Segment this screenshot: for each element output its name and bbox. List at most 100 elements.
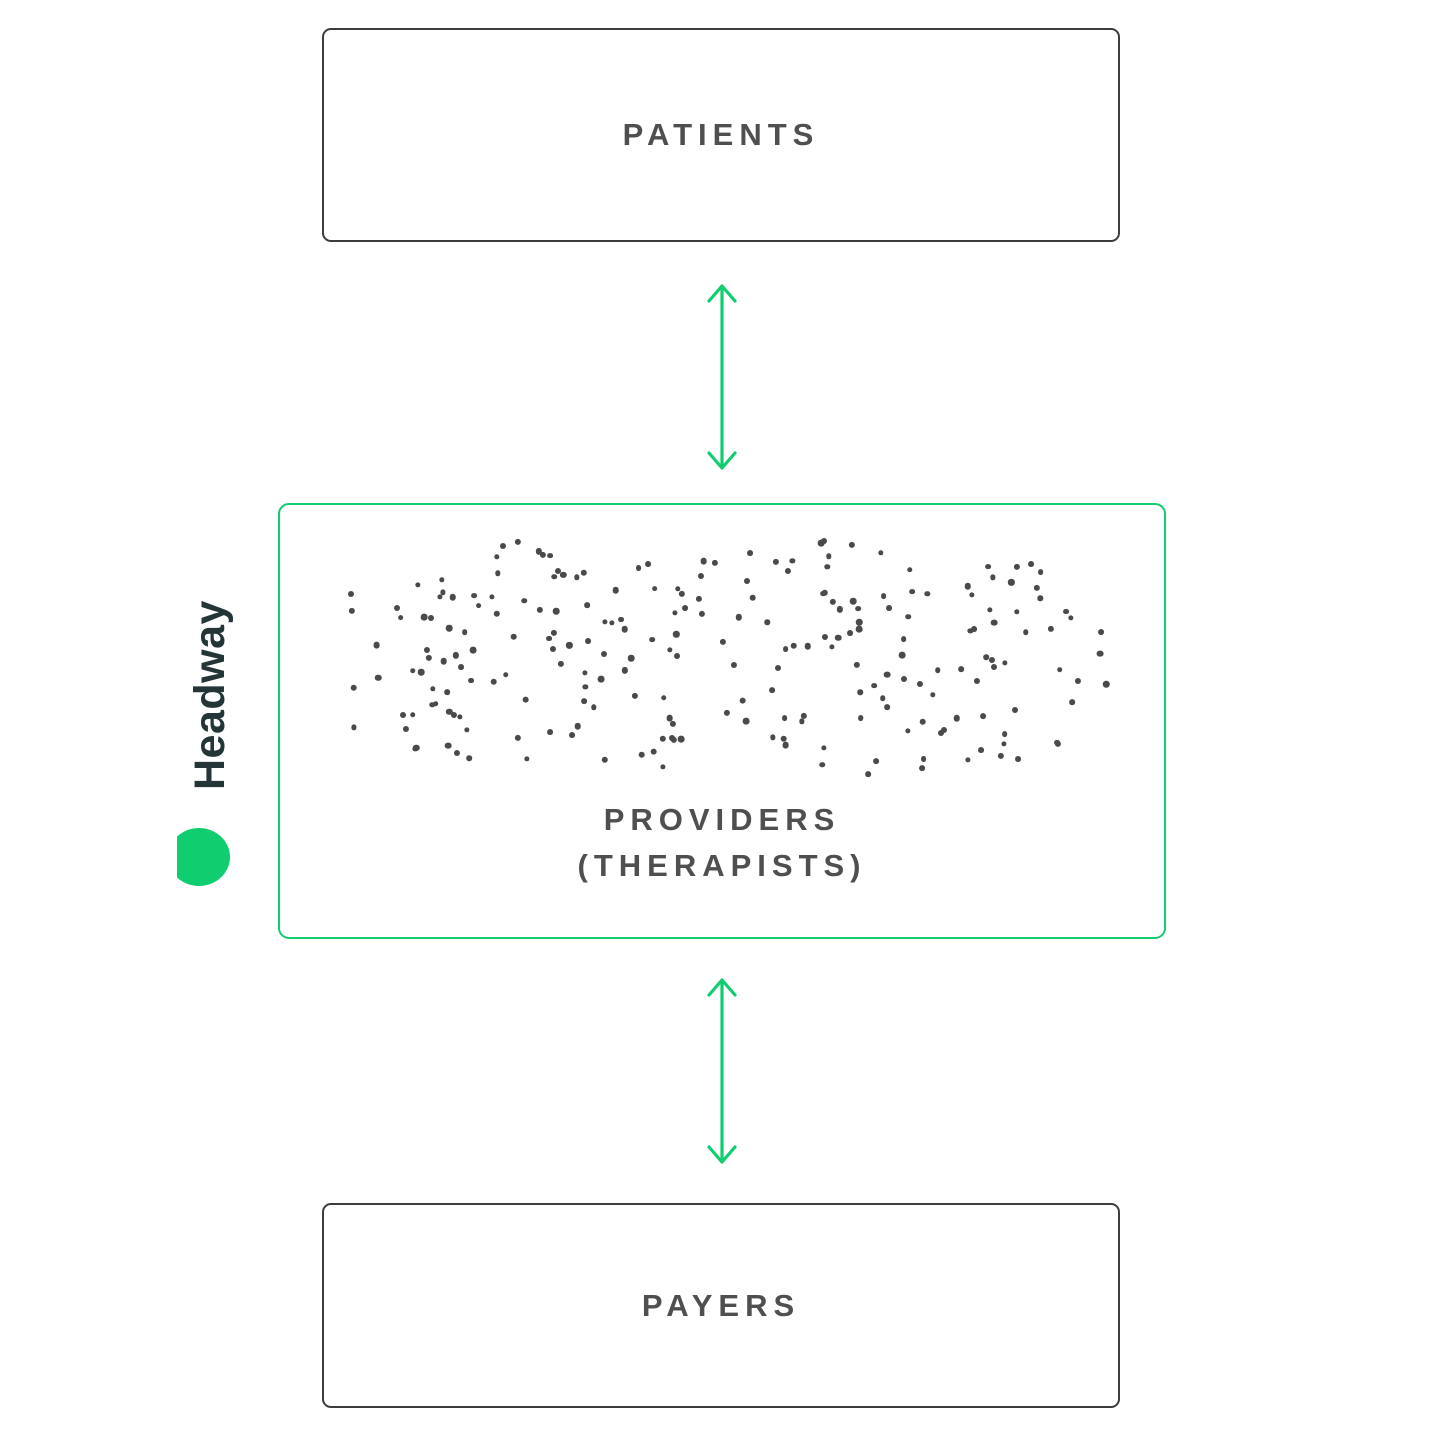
provider-dot [873, 757, 880, 764]
provider-dot [938, 729, 945, 736]
provider-dot [409, 667, 416, 674]
provider-dot [730, 661, 737, 669]
provider-dot [499, 542, 506, 549]
headway-logo-icon [177, 828, 230, 886]
provider-dot [582, 684, 588, 690]
provider-dot [582, 670, 588, 676]
provider-dot [400, 712, 407, 719]
provider-dot [678, 590, 685, 597]
provider-dot [940, 726, 947, 733]
provider-dot [580, 569, 587, 576]
provider-dot [821, 589, 828, 597]
provider-dot [446, 708, 453, 716]
provider-dot [764, 619, 770, 626]
provider-dot [990, 574, 996, 580]
provider-dot [723, 709, 730, 716]
provider-dot [1001, 741, 1007, 747]
provider-dot [886, 605, 893, 612]
provider-dot [970, 626, 977, 633]
provider-dot [437, 593, 443, 600]
provider-dot [428, 614, 435, 621]
provider-dot [780, 735, 787, 743]
provider-dot [621, 626, 629, 633]
provider-dot [979, 712, 986, 719]
provider-dot [651, 585, 658, 592]
provider-dot [430, 685, 436, 692]
provider-dot [929, 692, 936, 698]
provider-dot [539, 552, 546, 559]
provider-dot [989, 657, 996, 664]
provider-dot [712, 560, 719, 567]
provider-dot [493, 554, 500, 560]
providers-label-line2: (THERAPISTS) [577, 848, 867, 883]
provider-dot [804, 643, 811, 650]
provider-dot [510, 633, 517, 641]
provider-dot [425, 654, 433, 662]
provider-dot [569, 732, 576, 738]
provider-dot [666, 714, 674, 722]
provider-dot [825, 553, 832, 559]
provider-dot [790, 642, 797, 650]
provider-dot [574, 722, 582, 730]
provider-dot [584, 638, 591, 644]
provider-dot [650, 748, 657, 755]
provider-dot [836, 606, 844, 613]
provider-dot [417, 668, 425, 676]
provider-dot [452, 652, 460, 659]
provider-dot [819, 761, 826, 768]
provider-dot [990, 619, 998, 627]
provider-dot [412, 746, 419, 752]
provider-dot [829, 644, 835, 650]
provider-dot [374, 674, 382, 682]
provider-dot [457, 713, 463, 720]
provider-dot [524, 756, 530, 762]
provider-dot [917, 680, 924, 687]
provider-dot [906, 566, 913, 573]
provider-dot [934, 667, 941, 674]
provider-dot [489, 594, 495, 600]
provider-dot [985, 563, 992, 570]
provider-dot [440, 589, 446, 595]
provider-dot [919, 718, 926, 726]
providers-dot-cluster [342, 538, 1110, 777]
provider-dot [521, 598, 528, 604]
provider-dot [898, 651, 906, 659]
provider-dot [440, 658, 448, 665]
provider-dot [695, 595, 702, 602]
provider-dot [1008, 579, 1015, 586]
provider-dot [681, 605, 688, 611]
provider-dot [678, 735, 685, 743]
provider-dot [798, 718, 805, 725]
payers-box: PAYERS [322, 1203, 1120, 1408]
provider-dot [469, 646, 477, 654]
provider-dot [857, 715, 864, 721]
provider-dot [920, 755, 927, 762]
headway-brand: Headway [150, 560, 260, 900]
provider-dot [609, 620, 615, 626]
provider-dot [659, 735, 666, 742]
provider-dot [1013, 608, 1020, 615]
provider-dot [782, 741, 790, 749]
provider-dot [817, 539, 825, 547]
provider-dot [1097, 629, 1104, 635]
headway-wordmark: Headway [186, 600, 234, 790]
provider-dot [1023, 629, 1029, 635]
provider-dot [900, 636, 907, 642]
provider-dot [490, 678, 497, 686]
provider-dot [769, 687, 775, 694]
provider-dot [824, 564, 830, 570]
provider-dot [880, 593, 887, 600]
provider-dot [742, 717, 750, 725]
provider-dot [551, 574, 557, 580]
provider-dot [909, 588, 915, 595]
provider-dot [667, 647, 673, 653]
provider-dot [697, 572, 704, 579]
provider-dot [964, 582, 971, 590]
provider-dot [958, 666, 964, 673]
provider-dot [424, 646, 431, 654]
provider-dot [446, 624, 453, 632]
provider-dot [471, 592, 477, 599]
provider-dot [645, 561, 651, 568]
provider-dot [660, 764, 666, 770]
provider-dot [349, 607, 356, 615]
